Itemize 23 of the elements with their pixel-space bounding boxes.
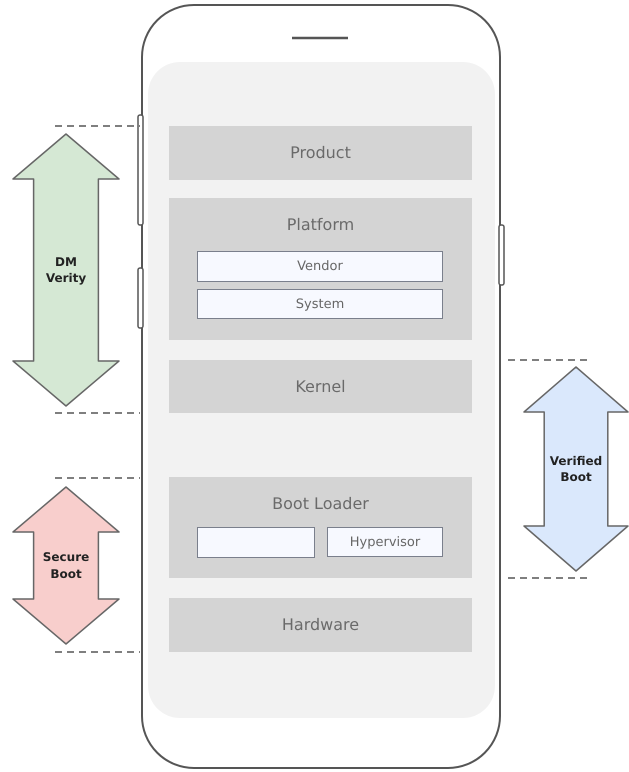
layer-label: Kernel — [295, 377, 346, 396]
arrow-label: DM Verity — [44, 254, 88, 286]
layer-band — [169, 360, 472, 413]
component-box — [197, 251, 443, 282]
box-label: Vendor — [297, 259, 343, 274]
double-arrow — [12, 133, 120, 407]
box-label: System — [296, 296, 344, 312]
layer-band — [169, 126, 472, 180]
layer-band — [169, 598, 472, 652]
arrow-label: Secure Boot — [42, 549, 90, 582]
layer-label: Platform — [286, 215, 354, 234]
double-arrow — [12, 486, 120, 645]
arrow-label: Verified Boot — [548, 452, 604, 486]
component-box — [327, 527, 443, 557]
layer-label: Product — [290, 143, 351, 162]
double-arrow — [523, 366, 629, 572]
layer-band — [169, 477, 472, 578]
layer-label: Hardware — [282, 615, 360, 634]
box-label: Hypervisor — [350, 534, 420, 550]
layer-band — [169, 198, 472, 340]
empty-box — [197, 527, 315, 558]
layer-label: Boot Loader — [272, 494, 369, 513]
component-box — [197, 289, 443, 319]
